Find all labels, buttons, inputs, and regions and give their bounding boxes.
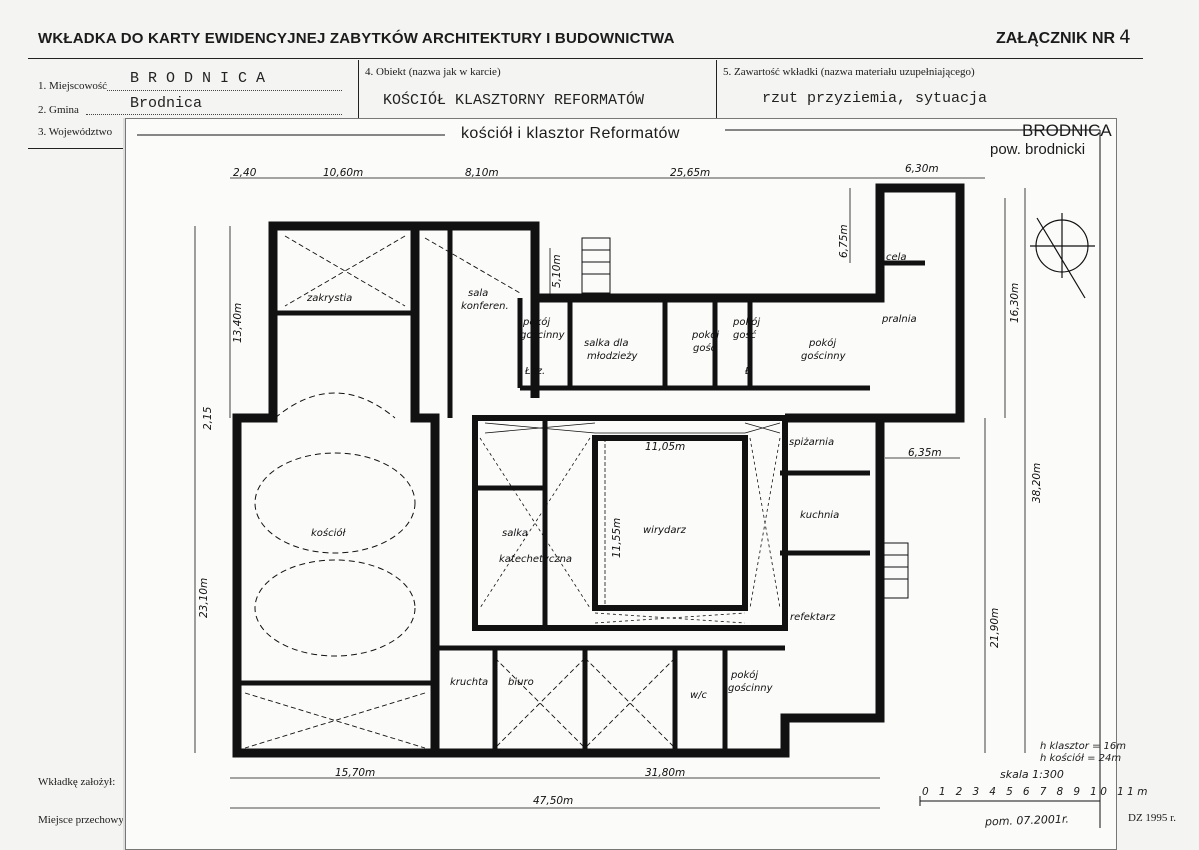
room-salka-katech-1: salka bbox=[502, 528, 528, 539]
field5-label: 5. Zawartość wkładki (nazwa materiału uz… bbox=[723, 66, 975, 78]
dim-left-2: 2,15 bbox=[202, 406, 214, 430]
height-klasztor: h klasztor = 16m bbox=[1040, 741, 1127, 752]
field2-label: 2. Gmina bbox=[38, 104, 79, 116]
room-pokoj-2b: gość bbox=[693, 342, 717, 354]
plan-county: pow. brodnicki bbox=[990, 141, 1086, 158]
room-laz-2: Ł. bbox=[744, 366, 754, 377]
room-salka-mlodziezy-2: młodzieży bbox=[587, 351, 639, 362]
room-refektarz: refektarz bbox=[790, 612, 836, 623]
plan-town: BRODNICA bbox=[1022, 121, 1112, 140]
scale-label: skala 1:300 bbox=[1000, 768, 1064, 781]
dim-bottom-3: 47,50m bbox=[533, 795, 573, 807]
room-salka-mlodziezy-1: salka dla bbox=[584, 338, 628, 349]
room-pokoj-5b: gościnny bbox=[728, 682, 774, 694]
room-pokoj-5a: pokój bbox=[730, 669, 758, 681]
room-salka-katech-2: katechetyczna bbox=[499, 554, 572, 565]
field4-label: 4. Obiekt (nazwa jak w karcie) bbox=[365, 66, 501, 78]
field4-value: KOŚCIÓŁ KLASZTORNY REFORMATÓW bbox=[383, 92, 645, 109]
room-kuchnia: kuchnia bbox=[800, 510, 839, 521]
room-pokoj-4b: gościnny bbox=[801, 350, 847, 362]
form-code: DZ 1995 r. bbox=[1128, 812, 1176, 824]
room-kruchta: kruchta bbox=[450, 677, 488, 688]
dim-top-3: 8,10m bbox=[465, 167, 499, 179]
field2-value: Brodnica bbox=[130, 95, 203, 112]
dim-inner-1: 11,05m bbox=[645, 441, 685, 453]
room-wc: w/c bbox=[690, 690, 708, 701]
room-spizarnia: spiżarnia bbox=[789, 437, 834, 448]
field3-label: 3. Województwo bbox=[38, 126, 113, 138]
form-title: WKŁADKA DO KARTY EWIDENCYJNEJ ZABYTKÓW A… bbox=[38, 30, 675, 47]
field-divider-2 bbox=[716, 60, 717, 120]
annex-number: 4 bbox=[1119, 26, 1131, 48]
dim-inner-3: 5,10m bbox=[551, 254, 563, 288]
dim-right-2: 16,30m bbox=[1009, 283, 1021, 323]
room-pralnia: pralnia bbox=[881, 314, 917, 325]
founded-label: Wkładkę założył: bbox=[38, 776, 116, 788]
field1-label: 1. Miejscowość bbox=[38, 80, 108, 92]
dim-top-2: 10,60m bbox=[323, 167, 363, 179]
plan-title: kościół i klasztor Reformatów bbox=[455, 125, 686, 143]
room-pokoj-1b: gościnny bbox=[520, 329, 566, 341]
dim-right-3: 38,20m bbox=[1031, 463, 1043, 503]
room-biuro: biuro bbox=[508, 677, 534, 688]
room-sala-konf-2: konferen. bbox=[461, 301, 509, 312]
field1-dots bbox=[107, 90, 342, 91]
dim-right-1: 6,75m bbox=[838, 224, 850, 258]
dim-inner-2: 11,55m bbox=[611, 518, 623, 558]
room-kosciol: kościół bbox=[311, 527, 347, 539]
room-zakrystia: zakrystia bbox=[306, 293, 352, 304]
room-pokoj-1a: pokój bbox=[522, 316, 550, 328]
height-kosciol: h kościół = 24m bbox=[1040, 753, 1122, 764]
field1-value: B R O D N I C A bbox=[130, 70, 266, 87]
room-pokoj-4a: pokój bbox=[808, 337, 836, 349]
header-rule bbox=[28, 58, 1143, 59]
room-wirydarz: wirydarz bbox=[643, 525, 687, 536]
floor-plan-drawing: 2,40 10,60m 8,10m 25,65m 6,30m 15,70m 31… bbox=[137, 129, 1101, 828]
dim-bottom-2: 31,80m bbox=[645, 767, 685, 779]
dim-top-5: 6,30m bbox=[905, 163, 939, 175]
dim-left-3: 23,10m bbox=[198, 578, 210, 618]
room-cela: cela bbox=[886, 252, 907, 263]
field-divider-1 bbox=[358, 60, 359, 150]
field2-dots bbox=[86, 114, 342, 115]
field5-value: rzut przyziemia, sytuacja bbox=[762, 90, 988, 107]
dim-right-4: 21,90m bbox=[989, 608, 1001, 648]
dim-right-5: 6,35m bbox=[908, 447, 942, 459]
scale-ticks: 0 1 2 3 4 5 6 7 8 9 10 11m bbox=[922, 786, 1151, 798]
dim-bottom-1: 15,70m bbox=[335, 767, 375, 779]
room-pokoj-2a: pokój bbox=[691, 329, 719, 341]
plan-sheet bbox=[125, 118, 1117, 850]
room-pokoj-3b: gość bbox=[733, 329, 757, 341]
dim-left-1: 13,40m bbox=[232, 303, 244, 343]
storage-label: Miejsce przechowy bbox=[38, 814, 124, 826]
room-pokoj-3a: pokój bbox=[732, 316, 760, 328]
dim-top-1: 2,40 bbox=[233, 167, 257, 179]
room-laz-1: Łaz. bbox=[524, 366, 545, 377]
room-sala-konf-1: sala bbox=[468, 288, 488, 299]
dim-top-4: 25,65m bbox=[670, 167, 710, 179]
